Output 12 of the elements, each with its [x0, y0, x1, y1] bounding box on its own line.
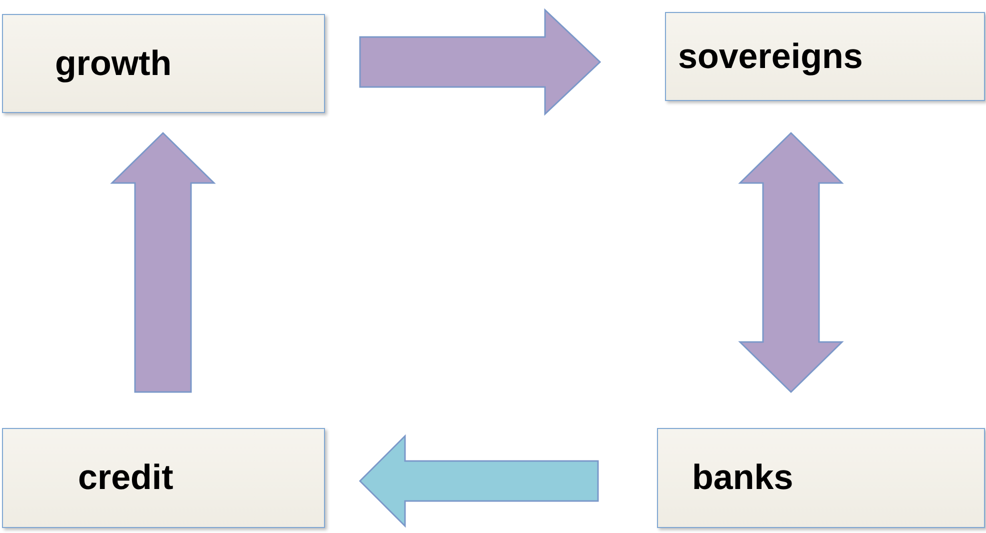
process-box	[657, 428, 985, 528]
block-arrow	[110, 132, 216, 393]
node-label: banks	[692, 458, 794, 498]
node-label: sovereigns	[678, 36, 863, 76]
block-arrow	[738, 132, 844, 394]
node-label: growth	[55, 44, 172, 84]
process-box	[2, 428, 325, 528]
process-box	[665, 12, 985, 101]
block-arrow	[359, 8, 602, 116]
block-arrow	[358, 434, 599, 528]
node-label: credit	[78, 458, 174, 498]
process-box	[2, 14, 325, 113]
